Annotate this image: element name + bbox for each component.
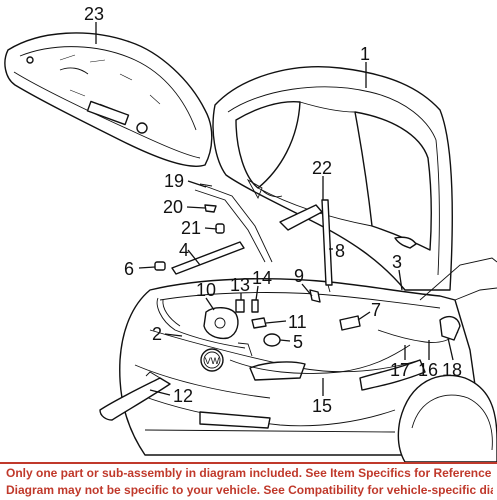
callout-16: 16 [418, 360, 438, 380]
callout-17: 17 [390, 360, 410, 380]
callout-1: 1 [360, 44, 370, 64]
callout-8: 8 [335, 241, 345, 261]
callout-22: 22 [312, 158, 332, 178]
callout-15: 15 [312, 396, 332, 416]
hood-insulation-pad [4, 32, 213, 167]
vw-emblem: VW [200, 348, 224, 372]
callout-9: 9 [294, 266, 304, 286]
disclaimer-line-2: Diagram may not be specific to your vehi… [6, 483, 493, 497]
callout-14: 14 [252, 268, 272, 288]
callout-7: 7 [371, 300, 381, 320]
car-front-body [119, 257, 497, 462]
callout-20: 20 [163, 197, 183, 217]
callout-2: 2 [152, 324, 162, 344]
callout-11: 11 [288, 312, 307, 332]
callout-21: 21 [181, 218, 201, 238]
callout-3: 3 [392, 252, 402, 272]
hardware-pieces [99, 183, 361, 421]
callout-4: 4 [179, 240, 189, 260]
callout-10: 10 [196, 280, 216, 300]
callout-numbers: 23 1 22 19 20 21 4 6 8 3 9 13 14 10 7 11… [84, 4, 462, 416]
hood-seal-and-cables [156, 185, 461, 374]
callout-6: 6 [124, 259, 134, 279]
callout-19: 19 [164, 171, 184, 191]
hood-parts-diagram: VW [4, 4, 497, 462]
leader-lines [95, 22, 454, 396]
callout-18: 18 [442, 360, 462, 380]
callout-12: 12 [173, 386, 193, 406]
callout-13: 13 [230, 275, 250, 295]
disclaimer-banner: Only one part or sub-assembly in diagram… [0, 462, 497, 500]
callout-5: 5 [293, 332, 303, 352]
disclaimer-line-1: Only one part or sub-assembly in diagram… [6, 466, 493, 480]
hood [212, 66, 454, 291]
vw-emblem-letters: VW [205, 356, 220, 366]
callout-23: 23 [84, 4, 104, 24]
